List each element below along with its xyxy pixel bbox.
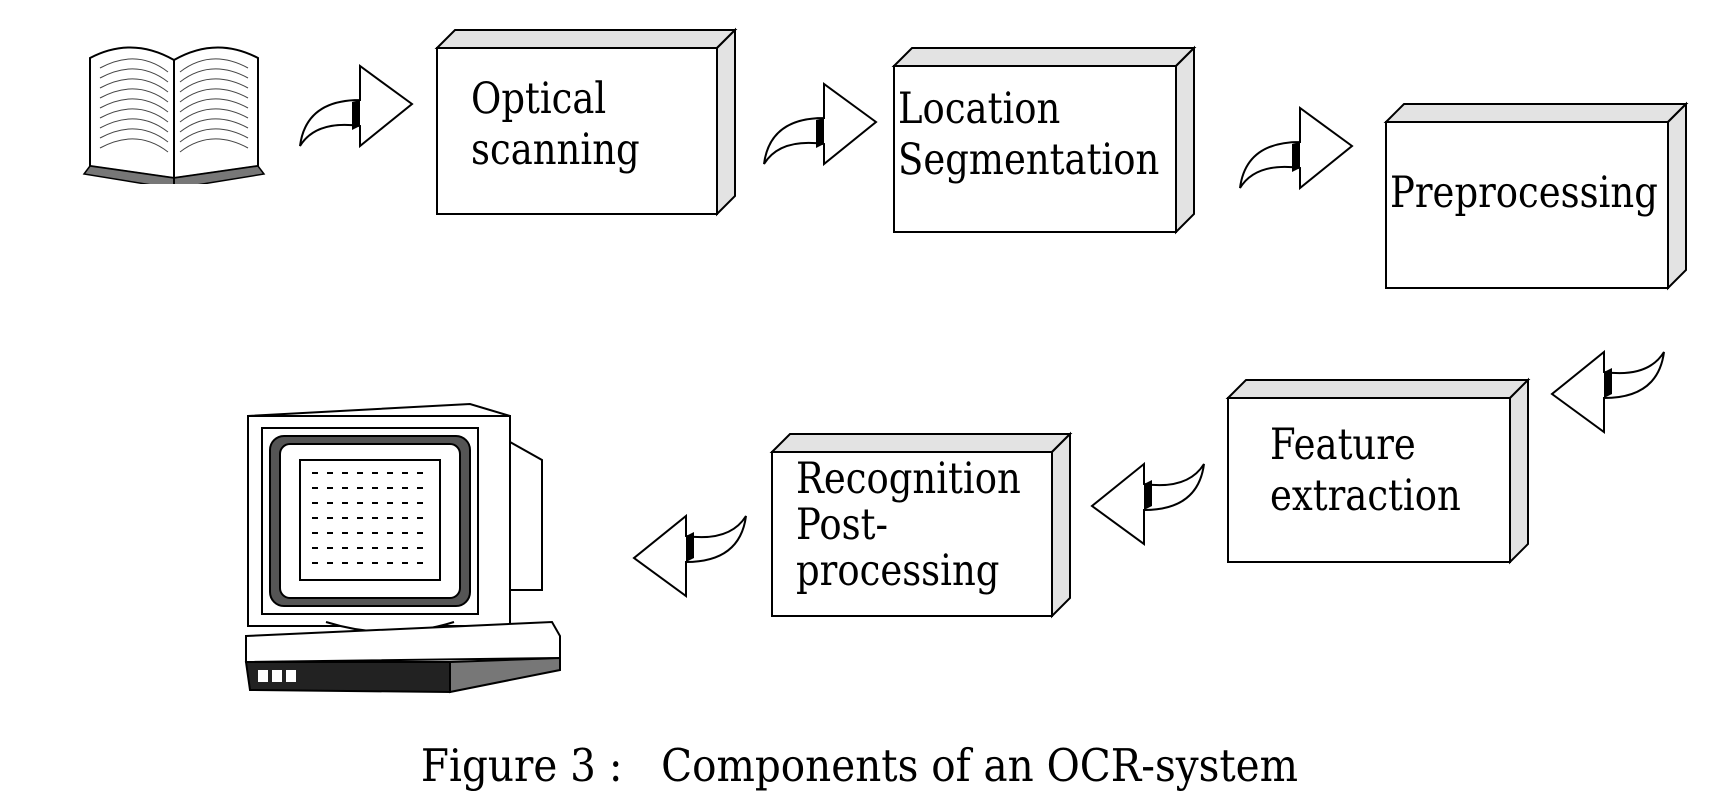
screen-dot: [417, 562, 423, 564]
screen-dot: [312, 472, 318, 474]
screen-dot: [387, 502, 393, 504]
screen-dot: [417, 532, 423, 534]
screen-dot: [402, 517, 408, 519]
flow-arrow-4: [1550, 349, 1665, 434]
flow-arrow-2: [763, 82, 878, 167]
computer-icon: [244, 402, 561, 694]
box-label-line: processing: [796, 546, 1000, 596]
flow-arrow-3: [1239, 106, 1354, 191]
screen-dot: [327, 502, 333, 504]
box-label-line: Optical: [471, 74, 607, 124]
screen-dot: [402, 562, 408, 564]
screen-dot: [402, 532, 408, 534]
screen-dot: [342, 517, 348, 519]
screen-dot: [357, 547, 363, 549]
screen-dot: [342, 487, 348, 489]
screen-dot: [387, 547, 393, 549]
box-label-line: Feature: [1270, 420, 1416, 470]
box-label-line: Segmentation: [898, 135, 1160, 185]
screen-dot: [312, 487, 318, 489]
box-location-segmentation: Location Segmentation: [891, 45, 1197, 235]
book-icon: [82, 46, 266, 184]
screen-dot: [372, 532, 378, 534]
screen-dot: [312, 517, 318, 519]
screen-dot: [372, 487, 378, 489]
screen-dot: [372, 562, 378, 564]
screen-dot: [372, 472, 378, 474]
box-label-line: Preprocessing: [1390, 168, 1658, 218]
box-preprocessing: Preprocessing: [1383, 101, 1689, 291]
figure-caption: Figure 3 : Components of an OCR-system: [420, 739, 1299, 792]
screen-dot: [327, 517, 333, 519]
screen-dot: [402, 547, 408, 549]
screen-dot: [342, 472, 348, 474]
screen-dot: [312, 532, 318, 534]
screen-dot: [402, 487, 408, 489]
screen-dot: [417, 487, 423, 489]
box-label-line: scanning: [471, 125, 640, 175]
screen-dot: [342, 547, 348, 549]
screen-dot: [372, 547, 378, 549]
flow-arrow-6: [632, 513, 747, 598]
screen-dot: [342, 562, 348, 564]
screen-dot: [357, 487, 363, 489]
screen-dot: [417, 547, 423, 549]
box-label-line: Recognition: [796, 454, 1021, 504]
screen-dot: [387, 487, 393, 489]
screen-dot: [372, 502, 378, 504]
box-label-line: Post-: [796, 500, 888, 550]
box-feature-extraction: Feature extraction: [1225, 377, 1531, 565]
screen-dot: [357, 532, 363, 534]
screen-dot: [342, 532, 348, 534]
screen-dot: [327, 487, 333, 489]
screen-dot: [327, 562, 333, 564]
screen-dot-grid: [312, 472, 423, 564]
screen-dot: [387, 532, 393, 534]
screen-dot: [417, 517, 423, 519]
box-optical-scanning: Optical scanning: [434, 27, 738, 217]
screen-dot: [387, 562, 393, 564]
screen-dot: [312, 502, 318, 504]
screen-dot: [417, 502, 423, 504]
screen-dot: [357, 517, 363, 519]
screen-dot: [357, 472, 363, 474]
screen-dot: [312, 547, 318, 549]
screen-dot: [342, 502, 348, 504]
screen-dot: [312, 562, 318, 564]
screen-dot: [402, 472, 408, 474]
screen-dot: [327, 472, 333, 474]
screen-dot: [327, 532, 333, 534]
flow-arrow-1: [299, 64, 414, 149]
screen-dot: [417, 472, 423, 474]
box-label-line: extraction: [1270, 471, 1461, 521]
box-recognition-post-processing: Recognition Post- processing: [769, 431, 1073, 619]
box-label-line: Location: [898, 84, 1061, 134]
screen-dot: [402, 502, 408, 504]
screen-dot: [357, 502, 363, 504]
screen-dot: [372, 517, 378, 519]
screen-dot: [387, 472, 393, 474]
screen-dot: [387, 517, 393, 519]
flow-arrow-5: [1090, 461, 1205, 546]
screen-dot: [357, 562, 363, 564]
screen-dot: [327, 547, 333, 549]
